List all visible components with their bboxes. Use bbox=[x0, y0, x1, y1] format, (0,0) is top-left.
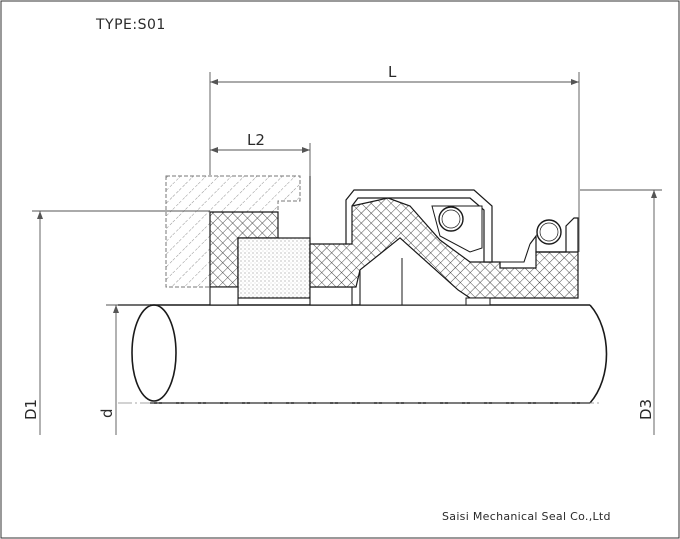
spring-retainer bbox=[529, 217, 579, 253]
seat-base-right bbox=[309, 286, 353, 306]
seat-base-left bbox=[209, 286, 239, 306]
spring-coil-upper-inner bbox=[441, 209, 461, 229]
drive-ring bbox=[465, 297, 491, 306]
dim-label-L2: L2 bbox=[247, 131, 265, 149]
rotary-bellows bbox=[309, 197, 579, 299]
metal-shell bbox=[345, 189, 493, 263]
spring-coil-lower bbox=[536, 219, 562, 245]
stationary-seat bbox=[237, 237, 311, 299]
dim-label-D1: D1 bbox=[22, 399, 40, 420]
spring-coil-lower-inner bbox=[539, 222, 559, 242]
dim-label-d: d bbox=[98, 408, 116, 418]
type-label: TYPE:S01 bbox=[95, 17, 166, 33]
spring-coil-upper bbox=[438, 206, 464, 232]
retainer-step bbox=[499, 243, 531, 268]
dimension-lines bbox=[32, 72, 662, 435]
dim-label-L: L bbox=[388, 63, 397, 81]
shaft-end-ellipse bbox=[131, 304, 177, 402]
dim-label-D3: D3 bbox=[637, 399, 655, 420]
company-name: Saisi Mechanical Seal Co.,Ltd bbox=[442, 510, 611, 523]
